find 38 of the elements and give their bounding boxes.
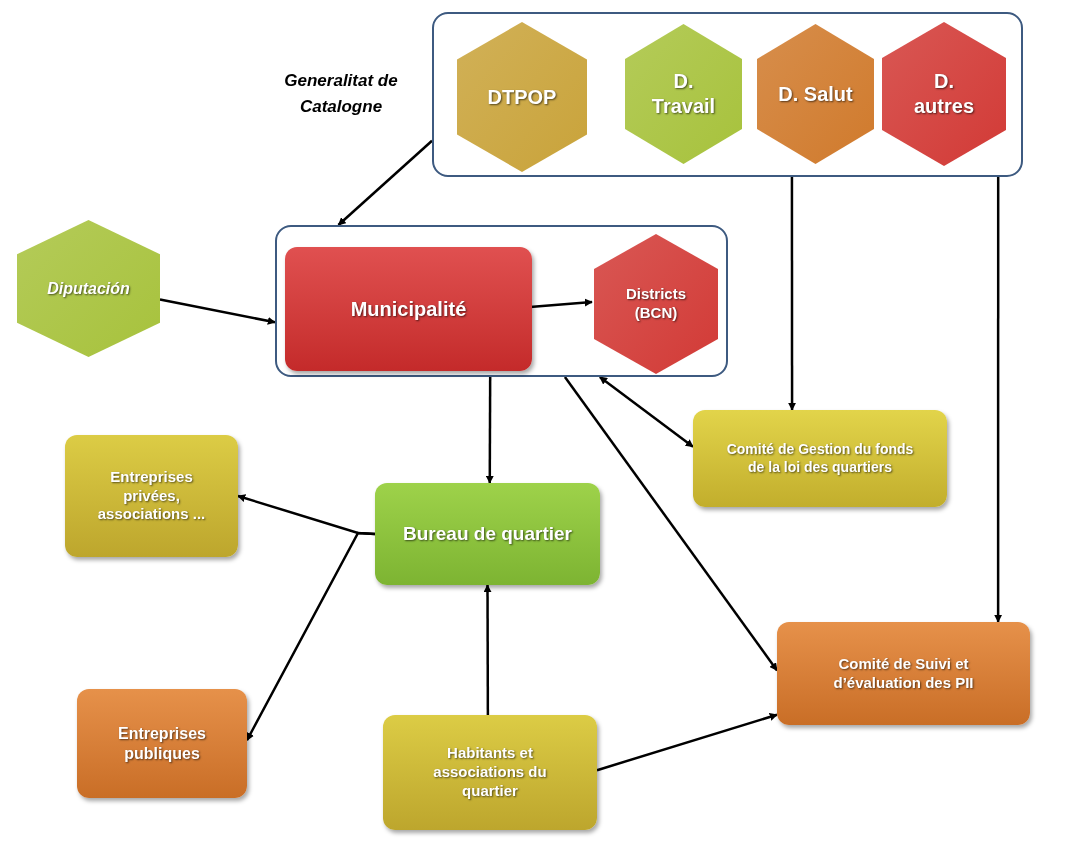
node-label: Comité de Gestion du fonds de la loi des quartiers bbox=[725, 441, 915, 476]
rounded-box bbox=[693, 410, 947, 507]
hexagon-node bbox=[625, 24, 742, 164]
arrow bbox=[485, 377, 494, 484]
arrow bbox=[245, 531, 376, 741]
node-label: Habitants et associations du quartier bbox=[432, 744, 548, 801]
arrow bbox=[337, 139, 433, 226]
node-label: Entreprises privées, associations ... bbox=[96, 467, 207, 525]
rounded-box bbox=[375, 483, 600, 585]
node-label: D. autres bbox=[913, 69, 975, 119]
arrow bbox=[563, 376, 778, 672]
node-label: Districts (BCN) bbox=[625, 285, 687, 323]
arrow bbox=[159, 298, 276, 325]
node-label: Comité de Suivi et d’évaluation des PII bbox=[832, 654, 975, 693]
rounded-box bbox=[285, 247, 532, 371]
node-label: Bureau de quartier bbox=[402, 522, 573, 546]
arrow bbox=[599, 376, 694, 448]
node-label: D. Salut bbox=[777, 81, 854, 107]
rounded-box bbox=[77, 689, 247, 798]
arrow bbox=[788, 177, 797, 411]
node-label: DTPOP bbox=[486, 84, 558, 110]
node-label: Entreprises publiques bbox=[116, 723, 207, 764]
rounded-box bbox=[65, 435, 238, 557]
arrow bbox=[994, 177, 1003, 623]
hexagon-node bbox=[457, 22, 587, 172]
rounded-box bbox=[777, 622, 1030, 725]
hexagon-node bbox=[757, 24, 874, 164]
node-label: Diputación bbox=[46, 278, 131, 299]
arrow bbox=[483, 584, 492, 715]
hexagon-node bbox=[594, 234, 718, 374]
arrow bbox=[596, 713, 778, 772]
group-frame bbox=[275, 225, 728, 377]
node-label: D. Travail bbox=[650, 69, 717, 119]
group-heading: Generalitat de Catalogne bbox=[283, 70, 399, 118]
rounded-box bbox=[383, 715, 597, 830]
hexagon-node bbox=[17, 220, 160, 357]
node-label: Municipalité bbox=[349, 296, 468, 322]
hexagon-node bbox=[882, 22, 1006, 166]
